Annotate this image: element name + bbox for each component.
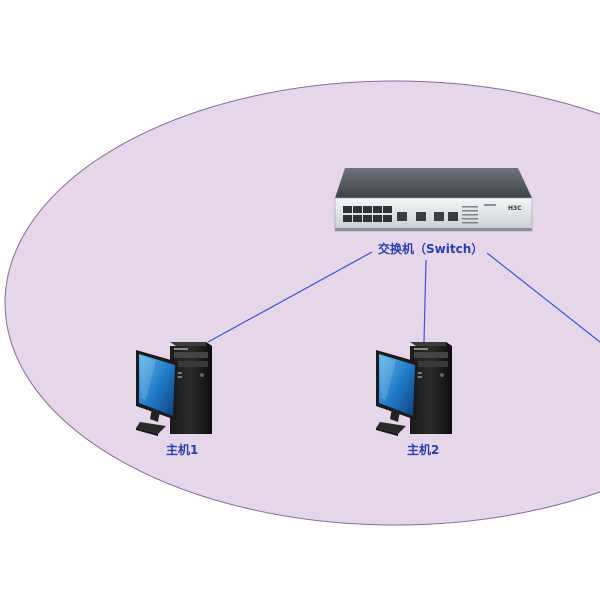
switch-label: 交换机（Switch） (378, 242, 484, 256)
network-links (207, 251, 600, 343)
host2-label: 主机2 (407, 443, 440, 457)
link-switch-host2 (423, 259, 427, 343)
link-switch-host1 (207, 251, 373, 343)
link-switch-offscreen (486, 252, 600, 343)
switch-brand-logo: H3C (508, 205, 522, 212)
switch-device: H3C (334, 168, 533, 232)
host1-label: 主机1 (166, 443, 199, 457)
network-zone (4, 80, 600, 526)
